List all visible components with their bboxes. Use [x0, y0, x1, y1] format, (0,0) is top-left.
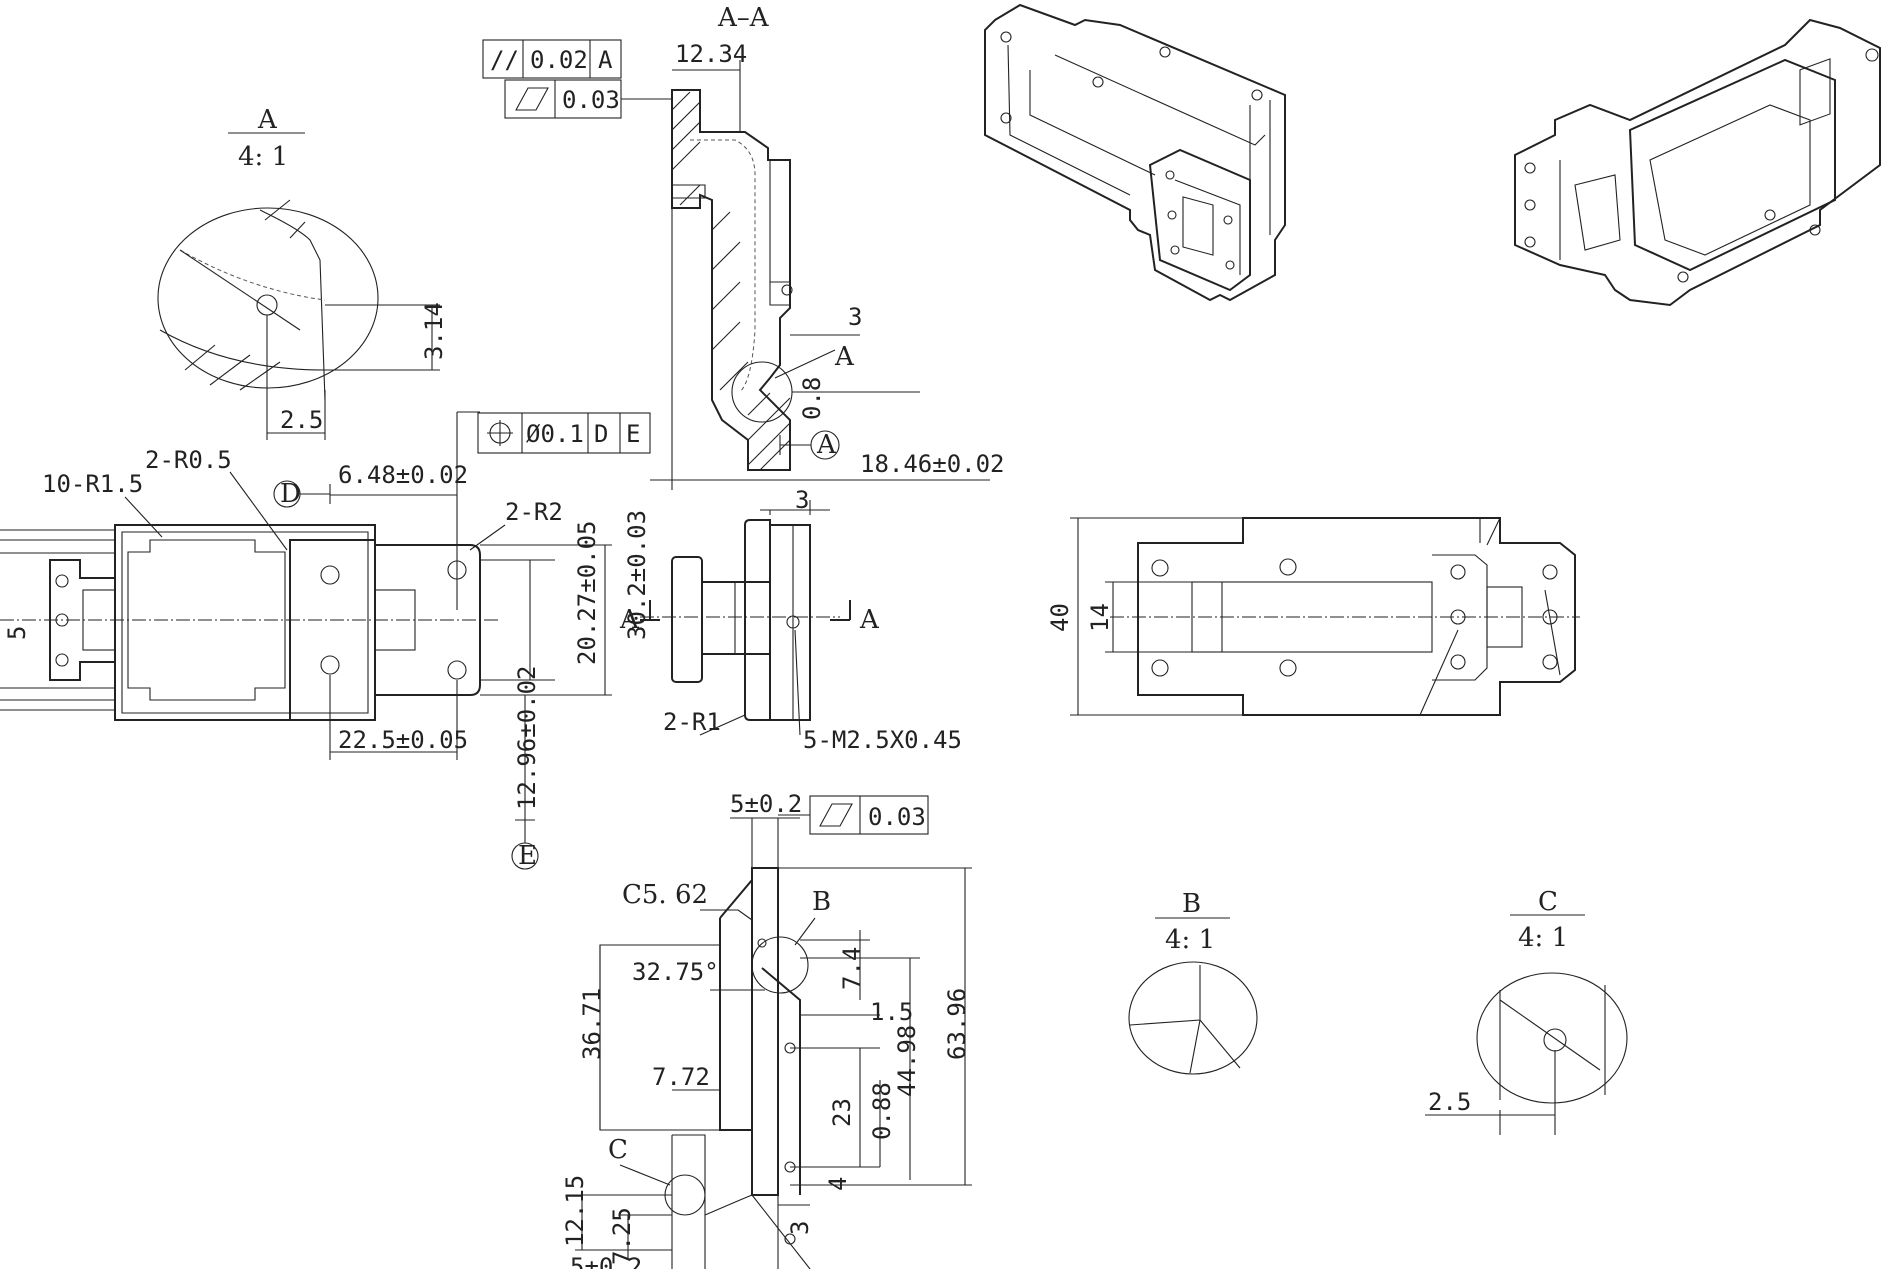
fcf-section: // 0.02 A 0.03	[482, 39, 672, 119]
bot-d1: 5±0.2	[730, 790, 802, 818]
cut-right-label: A	[859, 605, 880, 635]
side-r: 2-R1	[663, 708, 721, 736]
bot-d10: 4	[824, 1177, 852, 1191]
fcf-flat-value: 0.03	[562, 86, 620, 114]
bot-d5: 1.5	[870, 998, 913, 1026]
bot-detail-c: C	[608, 1135, 628, 1165]
detail-b-letter: B	[1182, 889, 1201, 919]
bot-angle: 32.75°	[632, 958, 719, 986]
bot-d3: 7.72	[652, 1063, 710, 1091]
bot-d8: 23	[828, 1098, 856, 1127]
sec-detail-a-label: A	[834, 342, 855, 372]
side-d1: 3	[795, 486, 809, 514]
detail-c-scale: 4: 1	[1518, 923, 1568, 953]
plan-d2: 14	[1086, 603, 1114, 632]
fcf-position: Ø0.1 D E	[477, 412, 651, 454]
bot-d13: 7.25	[608, 1207, 636, 1265]
front-d4: 22.5±0.05	[338, 726, 468, 754]
plan-d1: 40	[1046, 603, 1074, 632]
front-d1: 6.48±0.02	[338, 461, 468, 489]
bot-chamfer: C5. 62	[622, 880, 708, 910]
fcf-parallel-symbol: //	[490, 46, 519, 74]
front-view: 10-R1.5 2-R0.5 2-R2 6.48±0.02 D 20.27±0.…	[0, 411, 651, 871]
bot-d9: 0.88	[868, 1082, 896, 1140]
cut-left-label: A	[619, 605, 640, 635]
flatness-icon-2	[819, 803, 853, 827]
bot-detail-b: B	[812, 887, 831, 917]
detail-c-letter: C	[1538, 887, 1558, 917]
detail-c-dim-h: 2.5	[1428, 1088, 1471, 1116]
front-r2: 2-R0.5	[145, 446, 232, 474]
sec-dim-4: 18.46±0.02	[860, 450, 1005, 478]
fcf-pos-datum-2: E	[626, 420, 640, 448]
side-thread: 5-M2.5X0.45	[803, 726, 962, 754]
bottom-view: 5±0.2 0.03 C5. 62 32.75° B 36.71 7.72 7.…	[561, 790, 972, 1269]
front-d2: 20.27±0.05	[573, 521, 601, 666]
fcf-parallel-value: 0.02	[530, 46, 588, 74]
front-datum-e: E	[518, 841, 537, 871]
detail-a-dim-v: 3.14	[420, 302, 448, 360]
bot-d11: 3	[786, 1221, 814, 1235]
detail-b: B 4: 1	[1128, 889, 1258, 1075]
bot-d12: 12.15	[561, 1175, 589, 1247]
detail-b-scale: 4: 1	[1165, 925, 1215, 955]
front-r1: 10-R1.5	[42, 470, 143, 498]
detail-a: A 4: 1 3.14 2.5	[157, 105, 448, 440]
bot-d2: 36.71	[578, 988, 606, 1060]
flatness-icon	[515, 87, 549, 111]
sec-dim-2: 3	[848, 303, 862, 331]
bot-flat-value: 0.03	[868, 803, 926, 831]
front-d5: 12.96±0.02	[513, 666, 541, 811]
detail-c: C 4: 1 2.5	[1425, 887, 1628, 1135]
fcf-pos-datum-1: D	[594, 420, 608, 448]
bot-d4: 7.4	[838, 947, 866, 990]
isometric-view-front	[984, 3, 1286, 302]
front-datum-d: D	[280, 479, 301, 509]
detail-a-scale: 4: 1	[238, 142, 288, 172]
bot-d14: 5±0.2	[570, 1253, 642, 1269]
bot-d7: 63.96	[943, 988, 971, 1060]
sec-dim-3: 0.8	[798, 377, 826, 420]
fcf-pos-value: Ø0.1	[526, 420, 584, 448]
plan-view: 40 14	[1046, 517, 1580, 716]
detail-a-letter: A	[257, 105, 278, 135]
side-view: A A 3 2-R1 5-M2.5X0.45	[619, 486, 962, 754]
section-view-aa: A–A 12.34 3	[650, 3, 1005, 490]
detail-a-dim-h: 2.5	[280, 406, 323, 434]
section-title: A–A	[717, 3, 770, 33]
fcf-parallel-datum: A	[598, 46, 613, 74]
front-r3: 2-R2	[505, 498, 563, 526]
front-d3: 30.2±0.03	[623, 510, 651, 640]
sec-dim-1: 12.34	[675, 40, 747, 68]
bot-d6: 44.98	[893, 1025, 921, 1097]
front-d6: 5	[3, 626, 31, 640]
isometric-view-back	[1514, 18, 1881, 307]
sec-datum-a: A	[816, 430, 837, 460]
